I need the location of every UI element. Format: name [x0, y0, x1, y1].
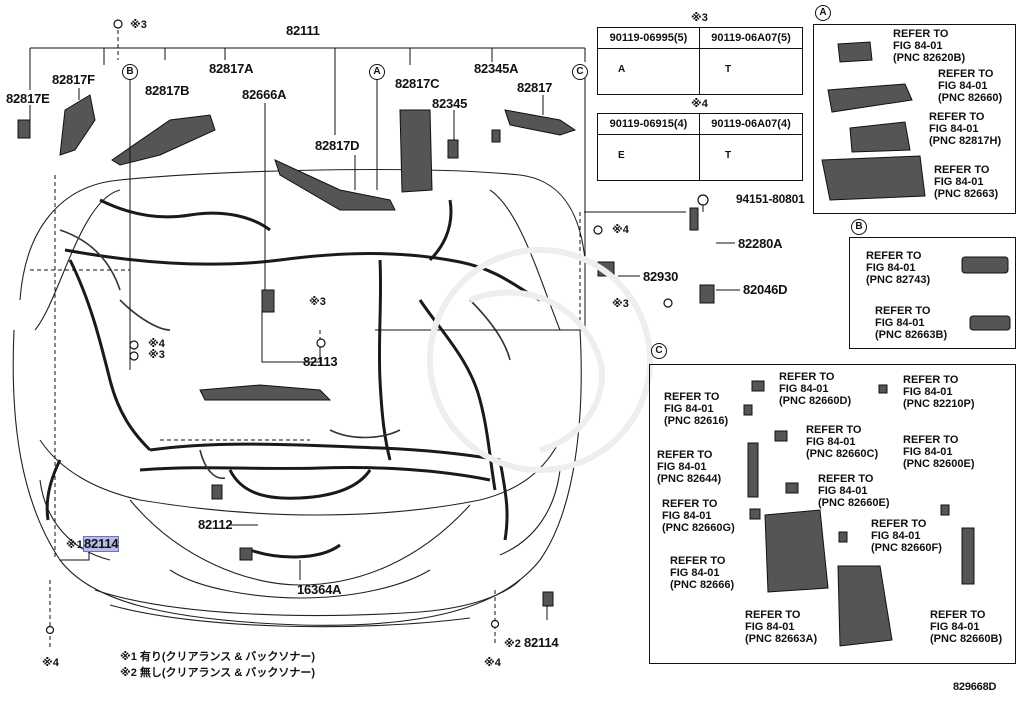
callout-82345A[interactable]: 82345A — [474, 61, 519, 76]
callout-82817C[interactable]: 82817C — [395, 76, 440, 91]
mark-4-bottom-left: ※4 — [42, 657, 59, 669]
callout-82817F[interactable]: 82817F — [52, 72, 95, 87]
footnote-2: ※2 無し(クリアランス & バックソナー) — [120, 667, 316, 679]
callout-82817E[interactable]: 82817E — [6, 91, 50, 106]
bolt-table-1-mark: ※3 — [691, 12, 708, 24]
callout-82280A[interactable]: 82280A — [738, 236, 783, 251]
mark-1: ※1 — [66, 539, 83, 551]
callout-82817A[interactable]: 82817A — [209, 61, 254, 76]
box-c-ref-82660c[interactable]: REFER TO FIG 84-01 (PNC 82660C) — [806, 424, 879, 460]
callout-94151-80801[interactable]: 94151-80801 — [736, 192, 805, 206]
callout-82111[interactable]: 82111 — [286, 23, 320, 38]
callout-82046D[interactable]: 82046D — [743, 282, 788, 297]
box-b-ref-82743[interactable]: REFER TO FIG 84-01 (PNC 82743) — [866, 250, 931, 286]
box-c-ref-82666[interactable]: REFER TO FIG 84-01 (PNC 82666) — [670, 555, 735, 591]
box-c-ref-82660g[interactable]: REFER TO FIG 84-01 (PNC 82660G) — [662, 498, 735, 534]
bolt-table-1-col2: 90119-06A07(5) — [700, 28, 802, 49]
group-marker-a[interactable]: A — [369, 64, 385, 80]
callout-82114-highlighted[interactable]: 82114 — [82, 536, 120, 552]
box-a-marker: A — [815, 5, 831, 21]
bolt-table-1: 90119-06995(5) 90119-06A07(5) — [597, 27, 803, 95]
bolt-table-1-col1: 90119-06995(5) — [598, 28, 699, 49]
callout-82817D[interactable]: 82817D — [315, 138, 360, 153]
bolt-table-2-col1: 90119-06915(4) — [598, 114, 699, 135]
footnote-1: ※1 有り(クリアランス & バックソナー) — [120, 651, 316, 663]
box-c-ref-82660d[interactable]: REFER TO FIG 84-01 (PNC 82660D) — [779, 371, 852, 407]
diagram-id: 829668D — [953, 681, 997, 693]
mark-3-mid: ※3 — [309, 296, 326, 308]
callout-82112[interactable]: 82112 — [198, 517, 233, 532]
bolt-table-2-col2: 90119-06A07(4) — [700, 114, 802, 135]
box-c-ref-82600e[interactable]: REFER TO FIG 84-01 (PNC 82600E) — [903, 434, 975, 470]
mark-4-bottom-right: ※4 — [484, 657, 501, 669]
mark-4-right: ※4 — [612, 224, 629, 236]
callout-82817B[interactable]: 82817B — [145, 83, 190, 98]
mark-3-left: ※3 — [148, 349, 165, 361]
box-b-marker: B — [851, 219, 867, 235]
box-a-ref-82660[interactable]: REFER TO FIG 84-01 (PNC 82660) — [938, 68, 1003, 104]
box-c-ref-82660e[interactable]: REFER TO FIG 84-01 (PNC 82660E) — [818, 473, 890, 509]
callout-82113[interactable]: 82113 — [303, 354, 338, 369]
callout-82114[interactable]: 82114 — [524, 635, 559, 650]
mark-2: ※2 — [504, 638, 521, 650]
box-a-ref-82817h[interactable]: REFER TO FIG 84-01 (PNC 82817H) — [929, 111, 1002, 147]
mark-3-top: ※3 — [130, 19, 147, 31]
callout-16364A[interactable]: 16364A — [297, 582, 342, 597]
bolt-table-2-symbol-e: E — [618, 150, 625, 161]
bolt-table-2-mark: ※4 — [691, 98, 708, 110]
box-a-ref-82620b[interactable]: REFER TO FIG 84-01 (PNC 82620B) — [893, 28, 966, 64]
group-marker-c[interactable]: C — [572, 64, 588, 80]
callout-82817[interactable]: 82817 — [517, 80, 553, 95]
box-c-ref-82660f[interactable]: REFER TO FIG 84-01 (PNC 82660F) — [871, 518, 942, 554]
box-c-ref-82616[interactable]: REFER TO FIG 84-01 (PNC 82616) — [664, 391, 729, 427]
box-a — [813, 24, 1016, 214]
callout-82930[interactable]: 82930 — [643, 269, 679, 284]
box-b — [849, 237, 1016, 349]
box-c-ref-82660b[interactable]: REFER TO FIG 84-01 (PNC 82660B) — [930, 609, 1003, 645]
box-c-ref-82210p[interactable]: REFER TO FIG 84-01 (PNC 82210P) — [903, 374, 975, 410]
bolt-table-1-symbol-a: A — [618, 64, 626, 75]
box-c-marker: C — [651, 343, 667, 359]
callout-82345[interactable]: 82345 — [432, 96, 468, 111]
bolt-table-1-symbol-t: T — [725, 64, 732, 75]
mark-4-left: ※4 — [148, 338, 165, 350]
mark-3-right: ※3 — [612, 298, 629, 310]
bolt-table-2: 90119-06915(4) 90119-06A07(4) — [597, 113, 803, 181]
group-marker-b[interactable]: B — [122, 64, 138, 80]
box-c — [649, 364, 1016, 664]
box-a-ref-82663[interactable]: REFER TO FIG 84-01 (PNC 82663) — [934, 164, 999, 200]
box-b-ref-82663b[interactable]: REFER TO FIG 84-01 (PNC 82663B) — [875, 305, 948, 341]
bolt-table-2-symbol-t: T — [725, 150, 732, 161]
box-c-ref-82644[interactable]: REFER TO FIG 84-01 (PNC 82644) — [657, 449, 722, 485]
callout-82666A[interactable]: 82666A — [242, 87, 287, 102]
box-c-ref-82663a[interactable]: REFER TO FIG 84-01 (PNC 82663A) — [745, 609, 818, 645]
